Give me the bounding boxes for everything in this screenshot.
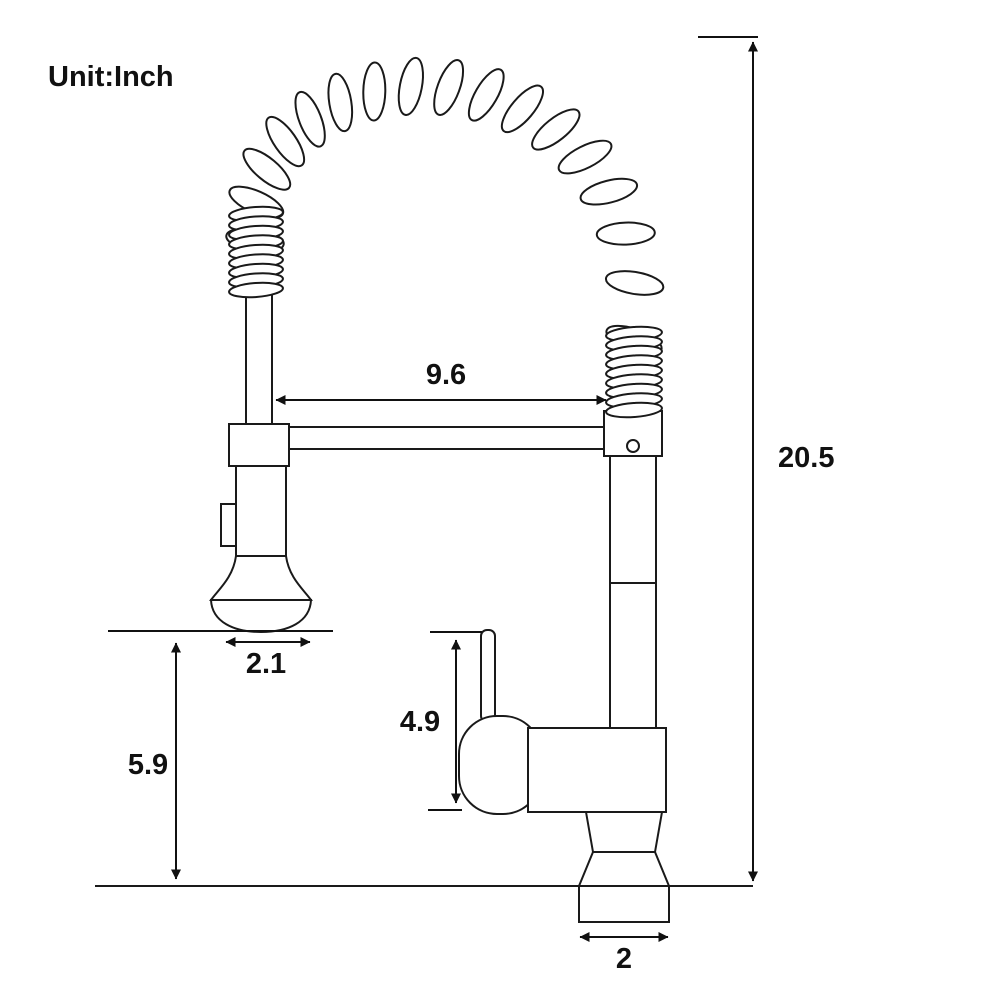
dim-label-clearance: 5.9 xyxy=(128,749,168,781)
spring-loop xyxy=(605,401,663,419)
faucet-column xyxy=(609,453,657,741)
spring-hose-arch xyxy=(225,56,665,356)
spring-loop xyxy=(228,281,284,299)
base-skirt xyxy=(577,851,671,887)
spray-button xyxy=(220,503,237,547)
spring-loop xyxy=(362,61,387,122)
top-block-screw xyxy=(626,439,640,453)
spring-loop xyxy=(265,115,306,168)
dim-label-handle: 4.9 xyxy=(400,706,440,738)
spring-loop xyxy=(327,72,354,133)
spring-loop xyxy=(531,108,581,151)
spring-loop xyxy=(579,177,639,206)
spring-loop xyxy=(397,56,424,116)
spring-coil-left xyxy=(228,205,284,299)
spring-coil-right xyxy=(605,325,663,419)
column-top-block xyxy=(603,410,663,457)
dim-label-base-width: 2 xyxy=(616,943,632,975)
spray-hose-tube xyxy=(245,283,273,429)
dim-label-spray-width: 2.1 xyxy=(246,648,286,680)
spring-loop xyxy=(557,139,613,175)
spray-head-body xyxy=(235,465,287,561)
spring-loop xyxy=(433,59,465,116)
faucet-body xyxy=(527,727,667,813)
spring-loop xyxy=(500,84,544,134)
spray-nozzle-flare xyxy=(209,555,313,601)
handle-lever xyxy=(480,629,496,723)
unit-label: Unit:Inch xyxy=(48,61,174,93)
spring-loop xyxy=(242,147,292,191)
spring-loop xyxy=(595,221,656,246)
base-shank xyxy=(578,885,670,923)
spring-loop xyxy=(604,270,665,296)
body-taper xyxy=(584,811,664,853)
dim-label-total-height: 20.5 xyxy=(778,442,834,474)
dim-label-reach: 9.6 xyxy=(426,359,466,391)
spring-loop xyxy=(467,68,505,122)
dimensions xyxy=(108,36,758,942)
faucet-drawing xyxy=(95,56,753,923)
spray-holder-block xyxy=(228,423,290,467)
spring-loop xyxy=(294,90,326,148)
support-arm xyxy=(288,426,607,450)
spray-nozzle-cap xyxy=(209,599,313,634)
